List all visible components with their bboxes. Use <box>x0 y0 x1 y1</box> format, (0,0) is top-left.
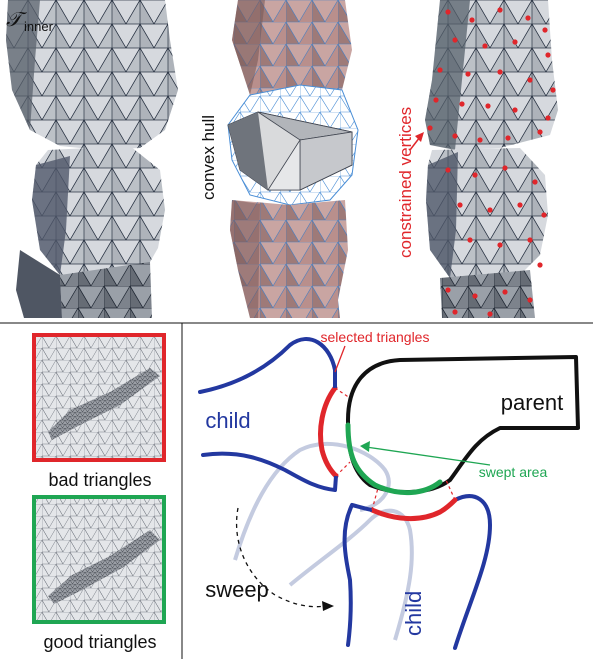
selected-triangles-label: selected triangles <box>321 329 430 345</box>
bottom-right-diagram: selected triangles swept area parent chi… <box>200 329 578 648</box>
child-lower-outline <box>345 505 352 645</box>
child-label-bottom: child <box>401 591 426 636</box>
good-triangles-image <box>34 497 164 622</box>
child-upper-red-arc <box>321 388 336 476</box>
sweep-arrow-head <box>322 601 334 611</box>
right-mesh-render <box>425 0 558 318</box>
sweep-label: sweep <box>205 577 269 602</box>
convex-hull-label: convex hull <box>199 115 218 200</box>
middle-hull-render <box>228 0 358 318</box>
bad-triangles-label: bad triangles <box>48 470 151 490</box>
t-inner-subscript: inner <box>24 19 54 34</box>
parent-label: parent <box>501 390 563 415</box>
bottom-left-panel: bad triangles good triangles <box>34 335 164 652</box>
left-mesh-render <box>6 0 178 318</box>
selected-pointer <box>335 346 345 372</box>
swept-area-curve <box>348 425 440 493</box>
top-panel: convex hull <box>6 0 558 318</box>
swept-area-label: swept area <box>479 464 548 480</box>
child-upper-outline <box>200 339 335 392</box>
good-triangles-label: good triangles <box>43 632 156 652</box>
bad-triangles-image <box>34 335 164 460</box>
faded-child-upper <box>235 444 389 560</box>
child-lower-outline-right <box>455 496 490 648</box>
child-label-left: child <box>205 408 250 433</box>
constrained-vertices-label: constrained vertices <box>396 107 415 258</box>
